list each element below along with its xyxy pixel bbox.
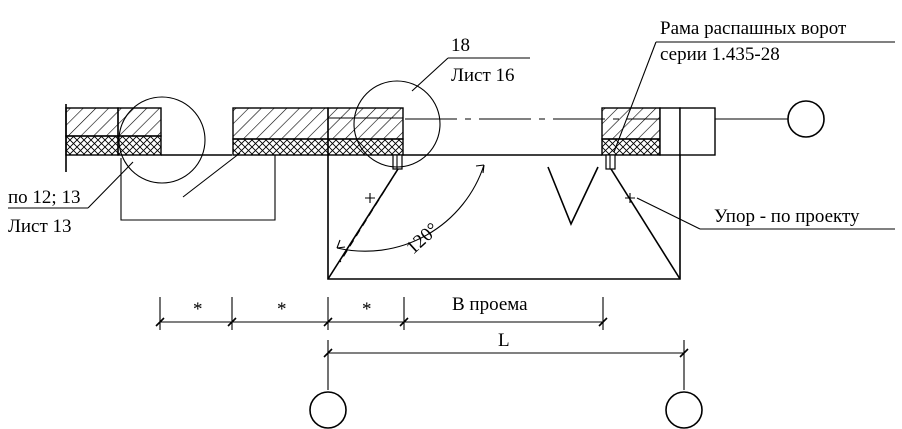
callout-sheet16: Лист 16 — [451, 65, 515, 86]
stop-label: Упор - по проекту — [714, 206, 860, 227]
angle-label: 120° — [402, 219, 443, 259]
dim-L-label: L — [498, 330, 510, 351]
recess-diagonal — [182, 152, 241, 198]
dimension-chain-top — [155, 297, 608, 330]
gate-post-left — [327, 107, 404, 170]
wall-middle — [232, 107, 329, 156]
leader-18 — [411, 57, 449, 92]
dim-star-3: * — [362, 299, 372, 320]
detail-circle-left — [118, 96, 206, 184]
leader-frame — [613, 41, 657, 153]
gate-post-right — [601, 107, 716, 170]
recess-outline — [120, 155, 276, 221]
ref-12-13: по 12; 13 — [8, 187, 80, 208]
axis-bubble-bottom-left — [309, 391, 347, 429]
callout-18: 18 — [451, 35, 470, 56]
frame-label-line2: серии 1.435-28 — [660, 44, 780, 65]
dimension-L — [323, 340, 689, 390]
axis-bubble-right — [787, 100, 825, 138]
wall-left — [65, 104, 232, 172]
axis-bubble-bottom-right — [665, 391, 703, 429]
dim-opening-label: В проема — [452, 294, 528, 315]
frame-label-line1: Рама распашных ворот — [660, 18, 847, 39]
leader-stop — [636, 197, 701, 230]
leader-ref — [87, 161, 134, 209]
dim-star-1: * — [193, 299, 203, 320]
detail-circle-post — [353, 80, 441, 168]
dim-star-2: * — [277, 299, 287, 320]
gate-swing — [327, 155, 681, 280]
ref-sheet13: Лист 13 — [8, 216, 72, 237]
